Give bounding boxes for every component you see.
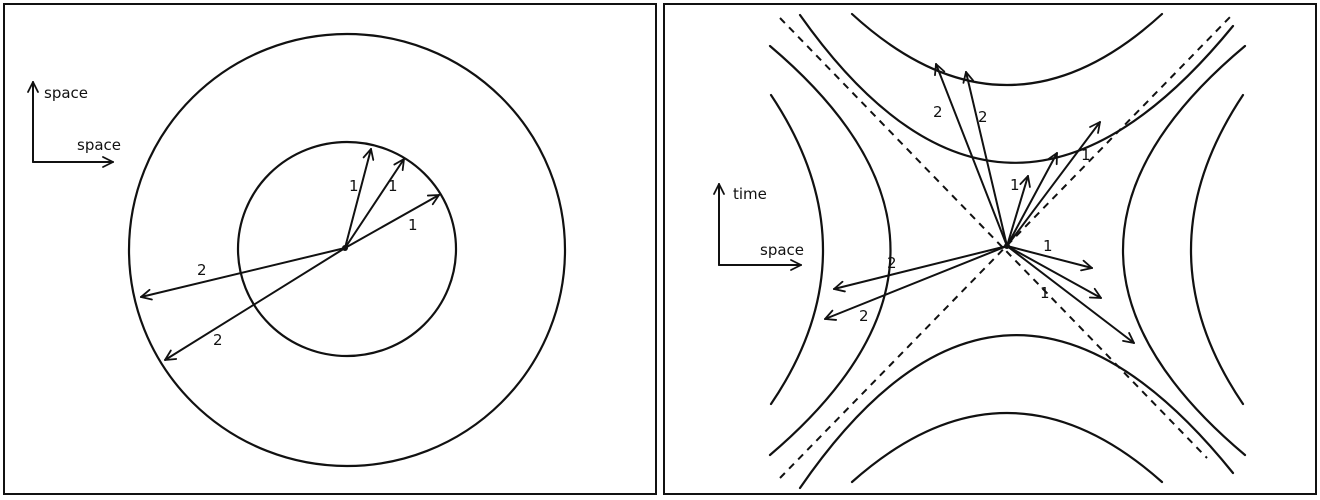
vector-up-long-b <box>962 71 1008 247</box>
hyperbolas <box>768 12 1247 490</box>
vector-short-a <box>344 148 375 249</box>
light-cone-line-up <box>779 14 1233 479</box>
left-vertical-axis-label: space <box>44 84 88 102</box>
label-left-long-a: 2 <box>887 254 897 272</box>
vector-long-a <box>140 247 346 301</box>
vector-up-short-c <box>1006 121 1101 247</box>
label-right-short-b: 1 <box>1040 284 1050 302</box>
inner-circle <box>236 140 458 358</box>
vector-right-short-c <box>1006 245 1135 344</box>
right-axes-indicator: time space <box>713 183 804 271</box>
vector-right-short-a <box>1006 245 1093 272</box>
hyperbola-top-outer <box>850 12 1164 87</box>
hyperbola-right-outer <box>1190 93 1245 406</box>
hyperbola-right-inner <box>1121 44 1247 457</box>
left-panel-frame <box>3 3 657 495</box>
light-cone-line-down <box>779 17 1208 459</box>
label-short-c: 1 <box>408 216 418 234</box>
vector-up-long-a <box>934 63 1008 247</box>
vector-right-short-b <box>1006 245 1102 299</box>
right-origin-dot <box>1004 243 1010 249</box>
vector-short-c <box>344 194 440 249</box>
hyperbola-top-inner <box>798 13 1235 164</box>
hyperbola-bottom-inner <box>798 334 1235 490</box>
label-long-a: 2 <box>197 261 207 279</box>
vector-up-short-b <box>1006 152 1058 247</box>
right-vertical-axis-label: time <box>733 185 767 203</box>
hyperbola-left-outer <box>769 93 824 406</box>
vector-short-b <box>344 158 405 249</box>
label-up-long-b: 2 <box>978 108 988 126</box>
right-horizontal-axis-label: space <box>760 241 804 259</box>
label-up-short-a: 1 <box>1010 176 1020 194</box>
right-vectors <box>824 63 1135 344</box>
left-vectors <box>140 148 440 361</box>
label-short-a: 1 <box>349 177 359 195</box>
vector-left-long-b <box>824 245 1008 321</box>
vector-up-short-a <box>1006 175 1031 247</box>
hyperbola-left-inner <box>768 44 892 457</box>
vector-long-b <box>164 247 346 361</box>
left-origin-dot <box>342 245 348 251</box>
label-right-short-a: 1 <box>1043 237 1053 255</box>
label-long-b: 2 <box>213 331 223 349</box>
left-horizontal-axis-label: space <box>77 136 121 154</box>
outer-circle <box>127 32 567 468</box>
right-panel-frame <box>663 3 1317 495</box>
hyperbola-bottom-outer <box>850 411 1164 484</box>
vector-left-long-a <box>833 245 1008 293</box>
label-left-long-b: 2 <box>859 307 869 325</box>
label-up-short-b: 1 <box>1081 146 1091 164</box>
spacetime-panel: time space <box>663 3 1317 495</box>
left-axes-indicator: space space <box>27 81 121 168</box>
label-short-b: 1 <box>388 177 398 195</box>
label-up-long-a: 2 <box>933 103 943 121</box>
space-space-panel: space space 1 1 1 2 2 <box>3 3 657 495</box>
